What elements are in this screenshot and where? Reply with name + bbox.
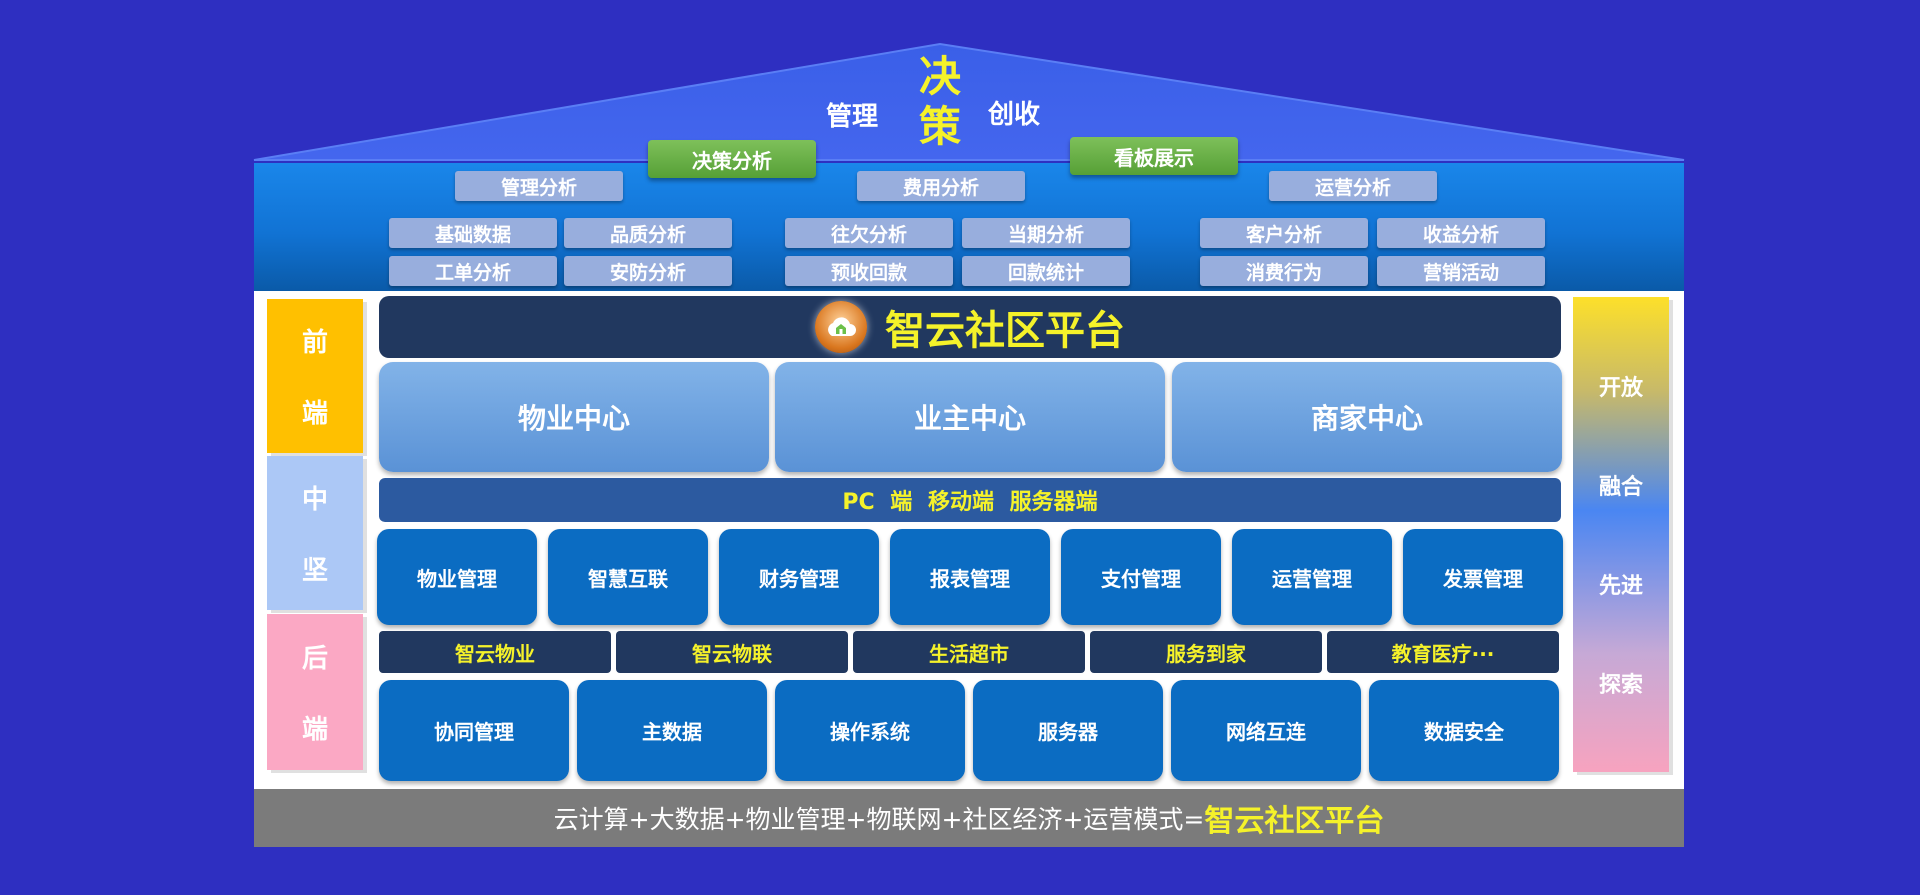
platform-title: 智云社区平台 — [885, 308, 1125, 354]
layer-frontend-char-2: 端 — [301, 399, 328, 429]
group-management-analysis[interactable]: 管理分析 — [455, 171, 623, 201]
infra-server[interactable]: 服务器 — [973, 680, 1163, 781]
tag-customer-analysis[interactable]: 客户分析 — [1200, 218, 1368, 248]
layer-backend-char-2: 端 — [301, 715, 328, 745]
product-zhiyun-iot[interactable]: 智云物联 — [616, 631, 848, 673]
tag-prepayment[interactable]: 预收回款 — [785, 256, 953, 286]
layer-middle-char-1: 中 — [301, 485, 328, 515]
center-merchant[interactable]: 商家中心 — [1172, 362, 1562, 472]
tag-basic-data[interactable]: 基础数据 — [389, 218, 557, 248]
module-finance-management[interactable]: 财务管理 — [719, 529, 879, 625]
decision-char-bottom: 策 — [918, 102, 961, 151]
product-zhiyun-property[interactable]: 智云物业 — [379, 631, 611, 673]
decision-char-top: 决 — [918, 52, 961, 101]
roof-right-word: 创收 — [988, 100, 1041, 130]
module-smart-interconnect[interactable]: 智慧互联 — [548, 529, 708, 625]
formula-text: 云计算+大数据+物业管理+物联网+社区经济+运营模式= — [553, 805, 1205, 834]
formula-result: 智云社区平台 — [1204, 804, 1385, 839]
infra-data-security[interactable]: 数据安全 — [1369, 680, 1559, 781]
value-open: 开放 — [1598, 376, 1643, 402]
layer-frontend-char-1: 前 — [301, 328, 328, 358]
cloud-home-icon — [815, 301, 867, 353]
value-explore: 探索 — [1598, 672, 1643, 698]
foundation-formula: 云计算+大数据+物业管理+物联网+社区经济+运营模式= 智云社区平台 — [254, 789, 1684, 847]
decision-title: 决 策 — [915, 52, 965, 152]
layer-middle-char-2: 坚 — [301, 556, 328, 586]
tag-work-order-analysis[interactable]: 工单分析 — [389, 256, 557, 286]
value-integration: 融合 — [1598, 475, 1643, 501]
layer-frontend: 前 端 — [267, 299, 363, 453]
tag-security-analysis[interactable]: 安防分析 — [564, 256, 732, 286]
tag-current-analysis[interactable]: 当期分析 — [962, 218, 1130, 248]
group-operation-analysis[interactable]: 运营分析 — [1269, 171, 1437, 201]
infra-operating-system[interactable]: 操作系统 — [775, 680, 965, 781]
infra-network[interactable]: 网络互连 — [1171, 680, 1361, 781]
product-home-service[interactable]: 服务到家 — [1090, 631, 1322, 673]
module-operation-management[interactable]: 运营管理 — [1232, 529, 1392, 625]
tag-quality-analysis[interactable]: 品质分析 — [564, 218, 732, 248]
roof-left-word: 管理 — [826, 102, 879, 132]
tag-consumer-behavior[interactable]: 消费行为 — [1200, 256, 1368, 286]
dashboard-button[interactable]: 看板展示 — [1070, 137, 1238, 175]
values-pillar: 开放 融合 先进 探索 — [1573, 297, 1669, 772]
roof — [253, 42, 1685, 161]
decision-analysis-button[interactable]: 决策分析 — [648, 140, 816, 178]
value-advanced: 先进 — [1598, 573, 1643, 599]
layer-middle: 中 坚 — [267, 456, 363, 610]
center-owner[interactable]: 业主中心 — [775, 362, 1165, 472]
module-payment-management[interactable]: 支付管理 — [1061, 529, 1221, 625]
infra-master-data[interactable]: 主数据 — [577, 680, 767, 781]
tag-marketing-activity[interactable]: 营销活动 — [1377, 256, 1545, 286]
tag-revenue-analysis[interactable]: 收益分析 — [1377, 218, 1545, 248]
layer-backend: 后 端 — [267, 614, 363, 770]
product-supermarket[interactable]: 生活超市 — [853, 631, 1085, 673]
module-invoice-management[interactable]: 发票管理 — [1403, 529, 1563, 625]
group-cost-analysis[interactable]: 费用分析 — [857, 171, 1025, 201]
tag-arrears-analysis[interactable]: 往欠分析 — [785, 218, 953, 248]
product-education-medical[interactable]: 教育医疗··· — [1327, 631, 1559, 673]
module-report-management[interactable]: 报表管理 — [890, 529, 1050, 625]
channels-bar: PC 端 移动端 服务器端 — [379, 478, 1561, 522]
layer-backend-char-1: 后 — [301, 644, 328, 674]
tag-payment-stats[interactable]: 回款统计 — [962, 256, 1130, 286]
module-property-management[interactable]: 物业管理 — [377, 529, 537, 625]
center-property[interactable]: 物业中心 — [379, 362, 769, 472]
platform-title-bar: 智云社区平台 — [379, 296, 1561, 358]
infra-collaboration[interactable]: 协同管理 — [379, 680, 569, 781]
